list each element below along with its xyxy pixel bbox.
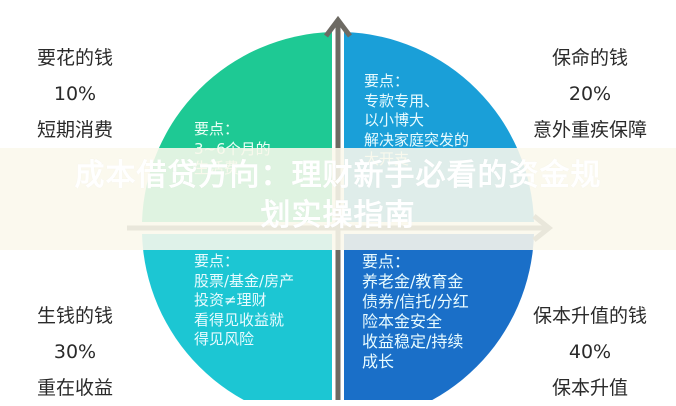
point-line: 专款专用、 bbox=[364, 91, 440, 110]
point-line: 看得见收益就 bbox=[194, 310, 285, 329]
label-top-right: 保命的钱 20% 意外重疾保障 bbox=[515, 40, 665, 148]
category-purpose: 保本升值 bbox=[551, 377, 628, 399]
point-line: 要点： bbox=[194, 120, 240, 138]
category-purpose: 意外重疾保障 bbox=[532, 119, 647, 141]
point-line: 解决家庭突发的 bbox=[364, 130, 470, 149]
point-line: 投资≠理财 bbox=[194, 291, 267, 309]
point-line: 要点： bbox=[194, 252, 240, 270]
point-line: 要点： bbox=[362, 252, 411, 271]
point-line: 以小博大 bbox=[364, 111, 425, 129]
category-name: 生钱的钱 bbox=[36, 305, 113, 327]
point-line: 收益稳定/持续 bbox=[362, 332, 464, 351]
category-purpose: 重在收益 bbox=[36, 377, 113, 399]
category-name: 保命的钱 bbox=[551, 47, 628, 69]
point-line: 股票/基金/房产 bbox=[194, 271, 295, 290]
category-purpose: 短期消费 bbox=[36, 119, 113, 141]
point-line: 得见风险 bbox=[194, 330, 255, 348]
quadrant-bottom-left bbox=[142, 234, 332, 400]
overlay-title-line-1: 成本借贷方向：理财新手必看的资金规 bbox=[74, 158, 602, 193]
label-top-left: 要花的钱 10% 短期消费 bbox=[0, 40, 150, 148]
category-percent: 30% bbox=[53, 341, 97, 363]
point-line: 养老金/教育金 bbox=[362, 272, 464, 291]
points-bottom-right: 要点： 养老金/教育金 债券/信托/分红 险本金安全 收益稳定/持续 成长 bbox=[362, 252, 469, 372]
point-line: 要点： bbox=[364, 72, 410, 90]
overlay-title-line-2: 划实操指南 bbox=[260, 198, 416, 233]
title-overlay-band bbox=[0, 148, 676, 250]
point-line: 险本金安全 bbox=[362, 312, 443, 331]
points-bottom-left: 要点： 股票/基金/房产 投资≠理财 看得见收益就 得见风险 bbox=[194, 252, 294, 350]
category-percent: 10% bbox=[53, 83, 97, 105]
overlay-title: 成本借贷方向：理财新手必看的资金规 划实操指南 bbox=[0, 156, 676, 236]
label-bottom-right: 保本升值的钱 40% 保本升值 bbox=[515, 298, 665, 406]
point-line: 债券/信托/分红 bbox=[362, 292, 469, 311]
category-name: 要花的钱 bbox=[36, 47, 113, 69]
quadrant-bottom-right bbox=[344, 234, 534, 400]
category-percent: 40% bbox=[568, 341, 612, 363]
category-percent: 20% bbox=[568, 83, 612, 105]
category-name: 保本升值的钱 bbox=[532, 305, 647, 327]
point-line: 成长 bbox=[362, 352, 395, 371]
label-bottom-left: 生钱的钱 30% 重在收益 bbox=[0, 298, 150, 406]
